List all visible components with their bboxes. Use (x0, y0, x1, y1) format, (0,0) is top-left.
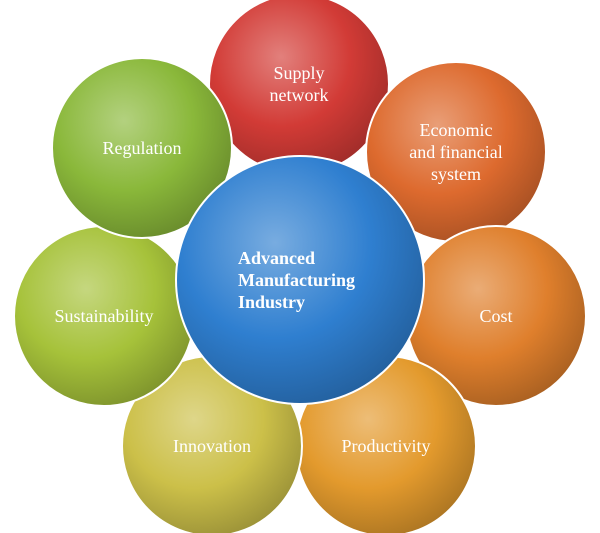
node-economic-financial-system-label-line-3: system (431, 164, 481, 184)
node-innovation: Innovation (121, 355, 303, 533)
node-economic-financial-system-label-line-1: Economic (420, 120, 493, 140)
center-node-label-line-2: Manufacturing (238, 270, 355, 290)
center-node-circle (175, 155, 425, 405)
node-regulation: Regulation (51, 57, 233, 239)
node-regulation-label-line-1: Regulation (103, 138, 182, 158)
center-node-label-line-3: Industry (238, 292, 305, 312)
node-productivity-label-line-1: Productivity (342, 436, 431, 456)
node-economic-financial-system-label-line-2: and financial (409, 142, 502, 162)
node-cost-label-line-1: Cost (479, 306, 512, 326)
center-node-label-line-1: Advanced (238, 248, 315, 268)
node-supply-network-label-line-1: Supply (273, 63, 324, 83)
node-sustainability: Sustainability (13, 225, 195, 407)
node-supply-network-label-line-2: network (270, 85, 329, 105)
node-sustainability-label-line-1: Sustainability (55, 306, 154, 326)
node-productivity: Productivity (295, 355, 477, 533)
node-regulation-circle (51, 57, 233, 239)
node-innovation-label-line-1: Innovation (173, 436, 251, 456)
